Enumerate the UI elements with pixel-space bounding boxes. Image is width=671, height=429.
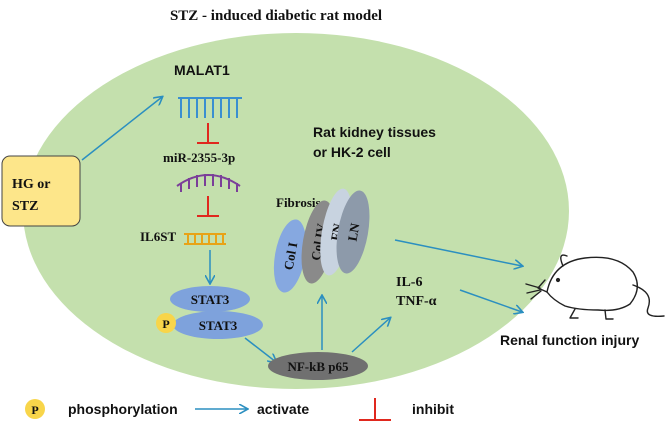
inhibit-malat1-to-mirna <box>197 123 219 144</box>
outcome-label: Renal function injury <box>500 332 639 348</box>
stat3-upper-label: STAT3 <box>191 292 230 307</box>
il6st-strand <box>184 233 226 245</box>
ln-shape <box>336 190 370 274</box>
il6-label: IL-6 <box>396 275 422 290</box>
nfkb-shape <box>268 352 368 380</box>
arrow-stimulus-to-malat1 <box>81 97 162 161</box>
fibrosis-label: Fibrosis <box>276 195 321 210</box>
diagram-title: STZ - induced diabetic rat model <box>170 8 382 24</box>
phospho-marker-label: P <box>162 317 169 331</box>
legend-inhibit-label: inhibit <box>412 401 454 417</box>
ln-label: LN <box>345 221 363 242</box>
legend-phospho-icon <box>25 399 45 419</box>
stimulus-label-line2: STZ <box>12 199 38 214</box>
legend: P phosphorylation activate inhibit <box>25 398 454 421</box>
context-label-line1: Rat kidney tissues <box>313 124 436 140</box>
stimulus-box <box>1 155 81 227</box>
stat3-upper-shape <box>170 286 250 312</box>
rat-icon <box>525 254 665 320</box>
arrow-cytokines-to-rat <box>459 289 522 312</box>
arrow-nfkb-to-cytokines <box>351 318 390 353</box>
stimulus-label-line1: HG or <box>12 177 51 192</box>
arrow-stat3-to-nfkb <box>244 337 276 362</box>
legend-phospho-symbol: P <box>31 403 38 417</box>
legend-inhibit-symbol <box>359 398 391 421</box>
legend-activate-label: activate <box>257 401 309 417</box>
stat3-lower-label: STAT3 <box>199 318 238 333</box>
mirna-strand <box>176 174 241 192</box>
legend-phospho-label: phosphorylation <box>68 401 178 417</box>
col1-shape <box>273 219 307 293</box>
mirna-label: miR-2355-3p <box>163 150 235 165</box>
ln-pill: LN <box>336 190 370 274</box>
phospho-marker-shape <box>156 313 176 333</box>
context-label-line2: or HK-2 cell <box>313 144 391 160</box>
malat1-strand <box>178 97 242 118</box>
tnfa-label: TNF-α <box>396 294 437 309</box>
col1-pill: Col I <box>273 219 307 293</box>
arrow-fibrosis-to-rat <box>394 239 522 266</box>
nfkb-label: NF-kB p65 <box>287 359 349 374</box>
malat1-label: MALAT1 <box>174 62 230 78</box>
col1-label: Col I <box>281 241 301 271</box>
inhibit-mirna-to-il6st <box>197 196 219 217</box>
stat3-lower-shape <box>173 311 263 339</box>
il6st-label: IL6ST <box>140 229 176 244</box>
cell-body <box>23 33 569 389</box>
